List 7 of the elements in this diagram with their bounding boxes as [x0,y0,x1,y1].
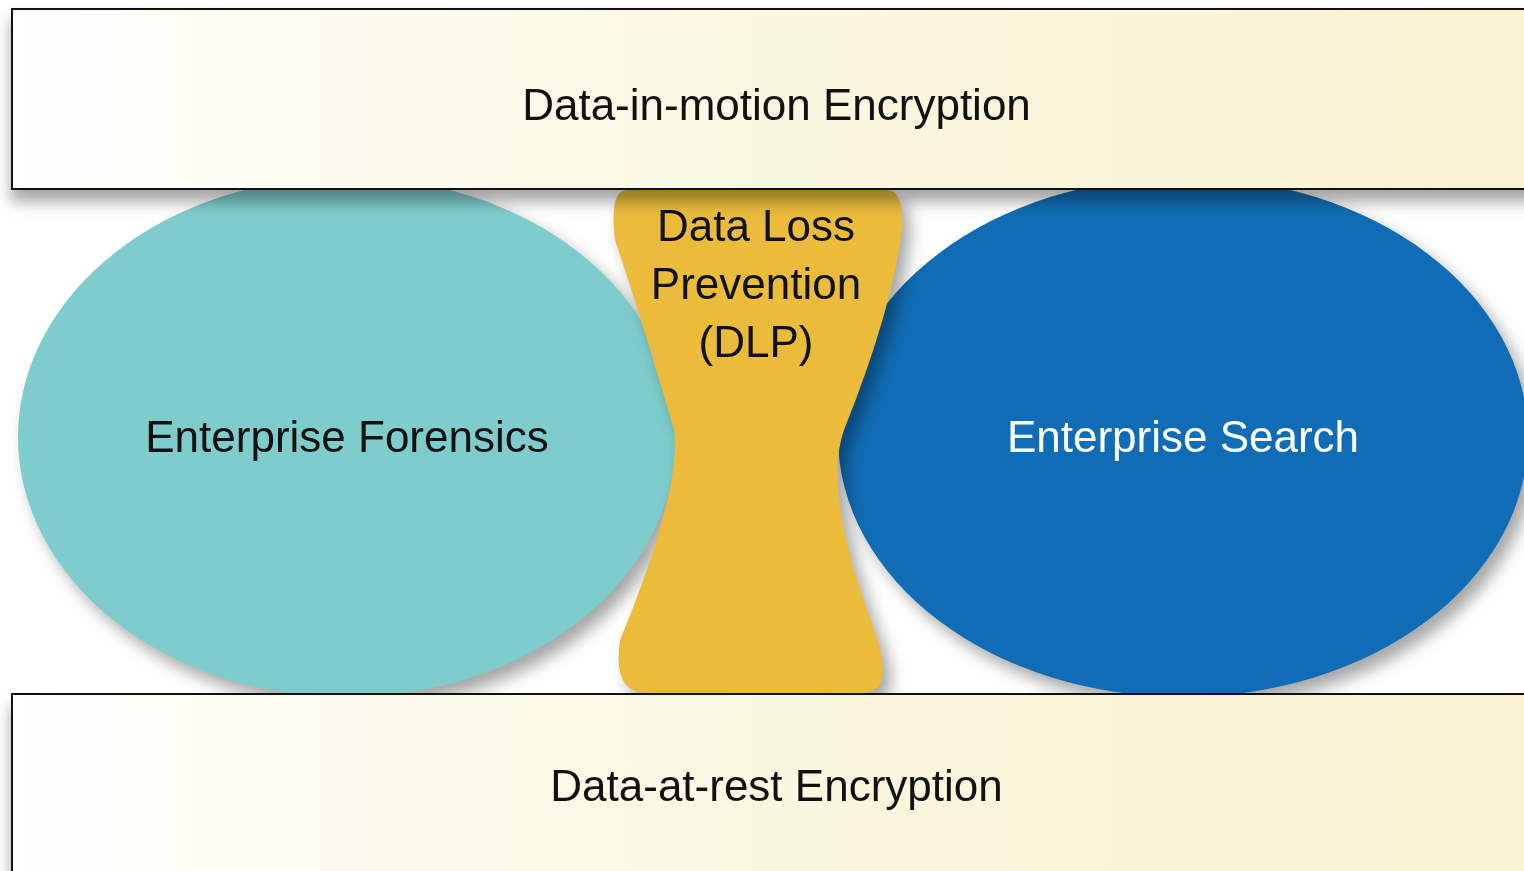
band-label: Data-in-motion Encryption [521,79,1032,131]
band-label: Data-at-rest Encryption [549,760,1004,812]
shape-label: Data Loss Prevention (DLP) [649,200,863,368]
ellipse-label: Enterprise Search [1005,411,1361,463]
encryption-band [11,8,1524,190]
ellipse-label: Enterprise Forensics [144,411,550,463]
encryption-band [11,693,1524,871]
